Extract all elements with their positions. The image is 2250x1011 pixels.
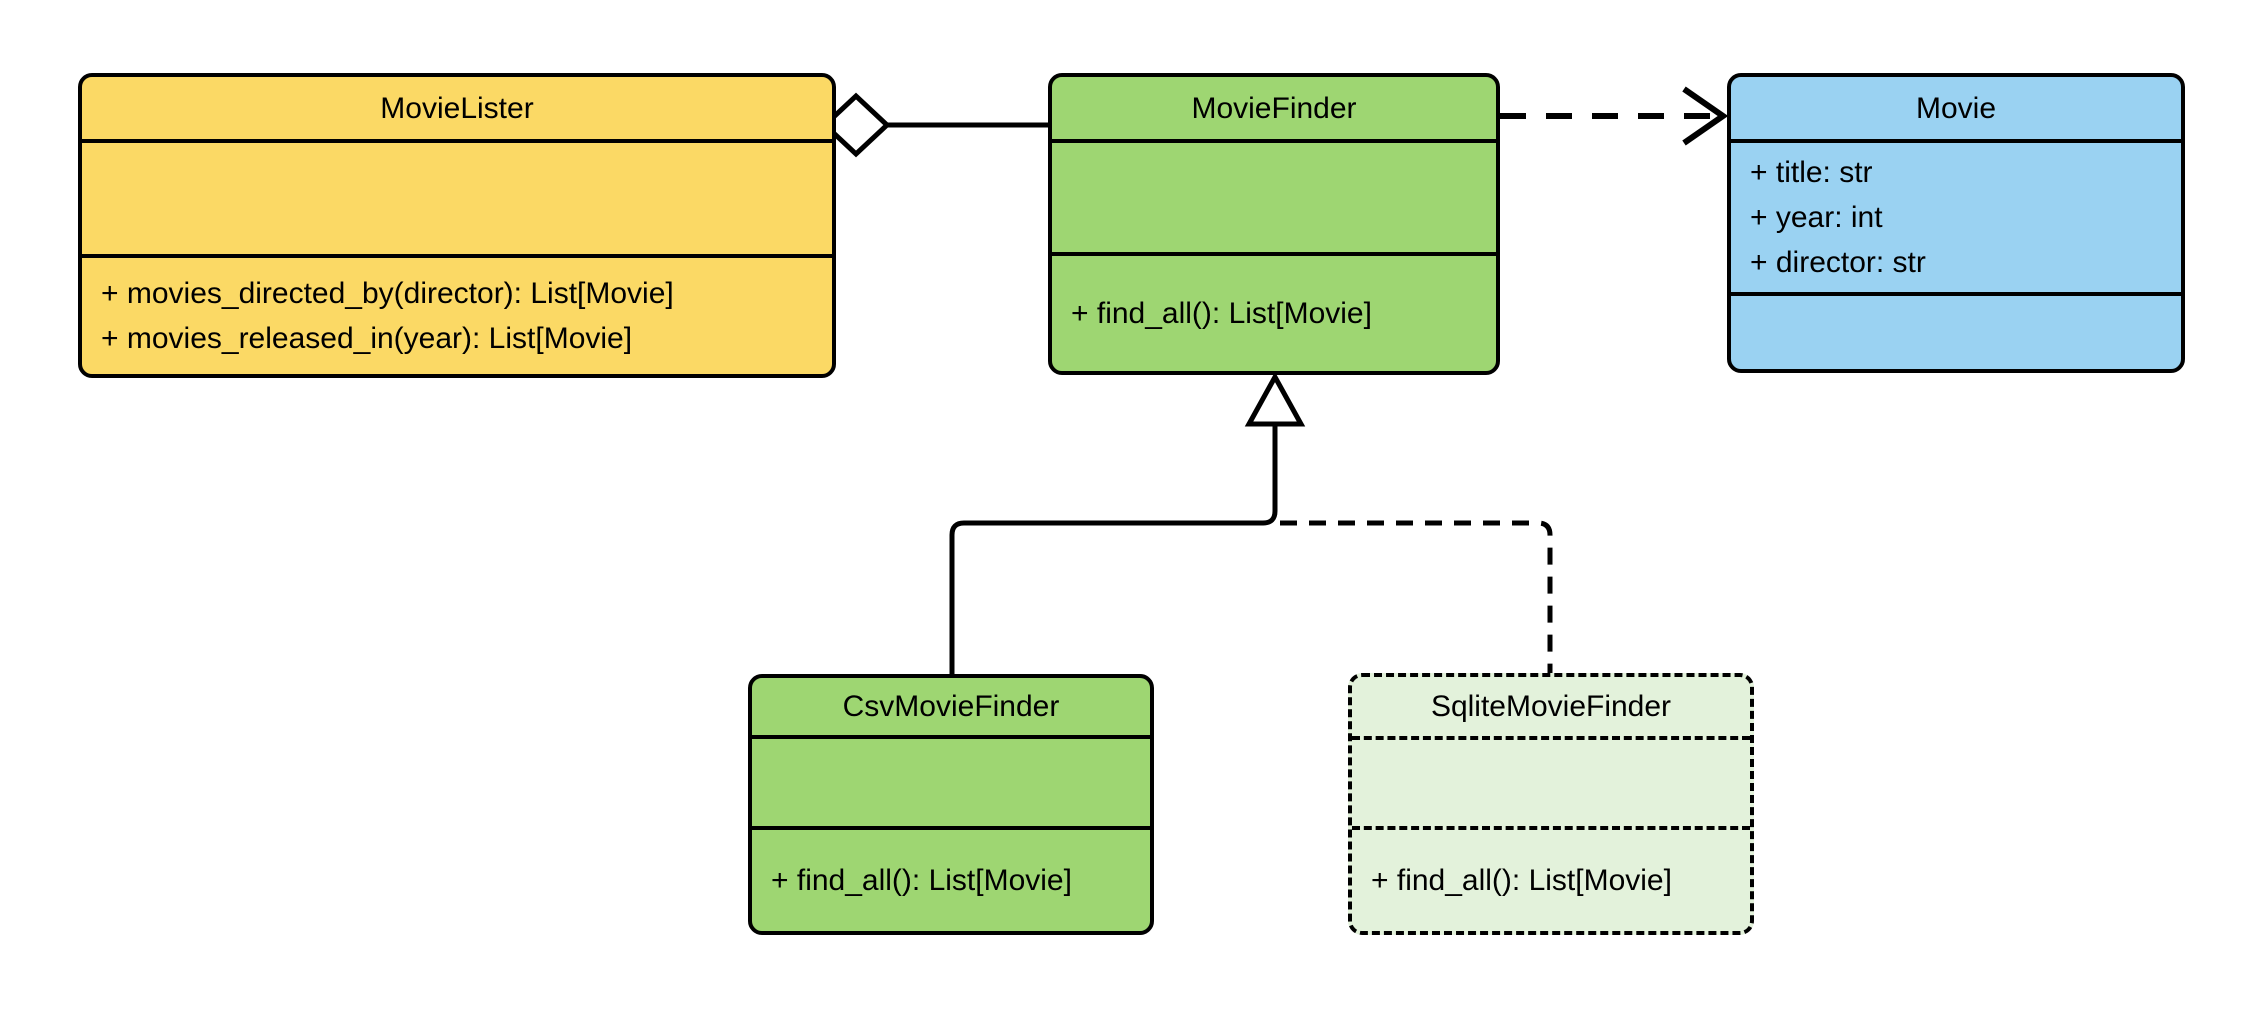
class-methods-section: + find_all(): List[Movie]	[752, 830, 1150, 931]
dependency-edge-moviefinder-movie	[1500, 86, 1729, 146]
class-node-movie: Movie + title: str + year: int + directo…	[1727, 73, 2185, 373]
class-attributes-section	[1352, 740, 1750, 830]
attribute-label: + director: str	[1750, 246, 1926, 279]
class-methods-section: + find_all(): List[Movie]	[1352, 830, 1750, 931]
class-methods-section: + find_all(): List[Movie]	[1052, 256, 1496, 371]
class-title: CsvMovieFinder	[752, 678, 1150, 739]
generalization-edge-csvmoviefinder	[949, 424, 1278, 674]
method-label: + movies_released_in(year): List[Movie]	[101, 322, 633, 355]
class-node-movielister: MovieLister + movies_directed_by(directo…	[78, 73, 836, 378]
open-arrowhead-icon	[1682, 86, 1729, 146]
class-title: SqliteMovieFinder	[1352, 677, 1750, 740]
attribute-label: + title: str	[1750, 156, 1873, 189]
class-title: Movie	[1731, 77, 2181, 143]
class-node-moviefinder: MovieFinder + find_all(): List[Movie]	[1048, 73, 1500, 375]
class-methods-section	[1731, 296, 2181, 369]
method-label: + movies_directed_by(director): List[Mov…	[101, 277, 674, 310]
generalization-edge-sqlitemoviefinder	[1280, 520, 1553, 673]
class-node-csvmoviefinder: CsvMovieFinder + find_all(): List[Movie]	[748, 674, 1154, 935]
class-attributes-section	[82, 143, 832, 258]
class-attributes-section	[752, 739, 1150, 830]
method-label: + find_all(): List[Movie]	[771, 864, 1072, 897]
attribute-label: + year: int	[1750, 201, 1883, 234]
class-attributes-section	[1052, 143, 1496, 256]
class-methods-section: + movies_directed_by(director): List[Mov…	[82, 258, 832, 374]
class-title: MovieLister	[82, 77, 832, 143]
class-attributes-section: + title: str + year: int + director: str	[1731, 143, 2181, 296]
method-label: + find_all(): List[Movie]	[1071, 297, 1372, 330]
generalization-edge-group	[949, 371, 1553, 674]
class-title: MovieFinder	[1052, 77, 1496, 143]
class-node-sqlitemoviefinder: SqliteMovieFinder + find_all(): List[Mov…	[1348, 673, 1754, 935]
generalization-triangle-icon	[1244, 371, 1306, 427]
method-label: + find_all(): List[Movie]	[1371, 864, 1672, 897]
aggregation-edge-movielister-moviefinder	[821, 92, 1048, 158]
